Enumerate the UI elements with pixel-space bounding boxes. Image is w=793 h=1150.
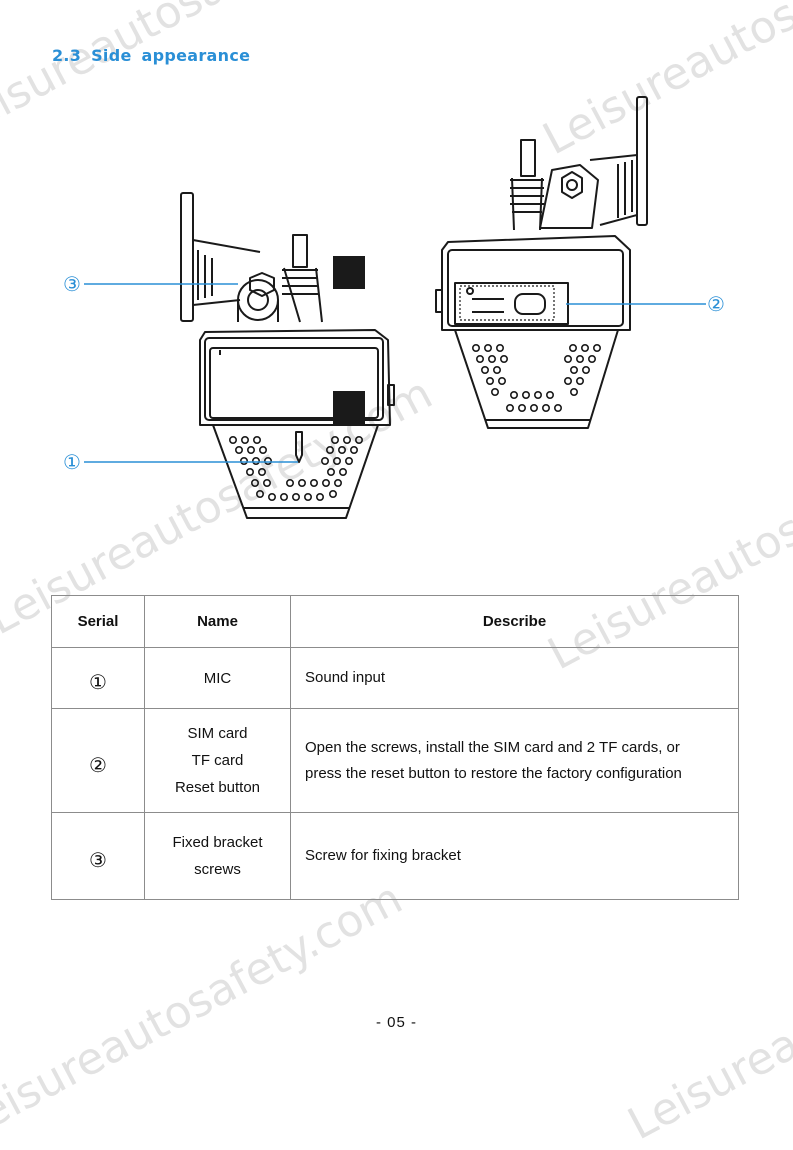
callout-3-marker: ③ (63, 272, 81, 296)
table-header-row: Serial Name Describe (51, 595, 739, 648)
component-table: Serial Name Describe ① MIC Sound input ②… (51, 595, 739, 900)
row-description: Screw for fixing bracket (290, 812, 739, 900)
row-serial: ① (51, 647, 145, 709)
name-line: TF card (191, 752, 244, 769)
page-number: - 05 - (375, 1014, 417, 1031)
callout-2-marker: ② (707, 292, 725, 316)
watermark: Leisureautosafety.com (620, 872, 793, 1150)
row-name: MIC (144, 647, 291, 709)
right-device-drawing (435, 96, 648, 429)
table-row: ① MIC Sound input (51, 647, 739, 709)
callout-1-marker: ① (63, 450, 81, 474)
name-line: screws (194, 861, 241, 878)
header-serial: Serial (51, 595, 145, 648)
row-name: SIM card TF card Reset button (144, 708, 291, 813)
left-device-drawing (180, 192, 395, 519)
row-name: Fixed bracket screws (144, 812, 291, 900)
name-line: MIC (203, 669, 232, 687)
row-description: Sound input (290, 647, 739, 709)
name-line: SIM card (187, 725, 248, 742)
name-line: Fixed bracket (172, 834, 263, 851)
row-serial: ③ (51, 812, 145, 900)
name-line: Reset button (174, 779, 261, 796)
description-line: Sound input (305, 669, 386, 686)
row-description: Open the screws, install the SIM card an… (290, 708, 739, 813)
description-line: Open the screws, install the SIM card an… (305, 738, 680, 756)
description-line: press the reset button to restore the fa… (305, 764, 682, 782)
row-serial: ② (51, 708, 145, 813)
description-line: Screw for fixing bracket (305, 847, 461, 864)
table-row: ② SIM card TF card Reset button Open the… (51, 708, 739, 813)
side-view-diagram: ③ ① ② (63, 96, 725, 519)
header-name: Name (144, 595, 291, 648)
section-heading: 2.3 Side appearance (52, 46, 251, 65)
table-row: ③ Fixed bracket screws Screw for fixing … (51, 812, 739, 900)
header-describe: Describe (290, 595, 739, 648)
watermark: Leisureautosafety.com (0, 872, 411, 1150)
